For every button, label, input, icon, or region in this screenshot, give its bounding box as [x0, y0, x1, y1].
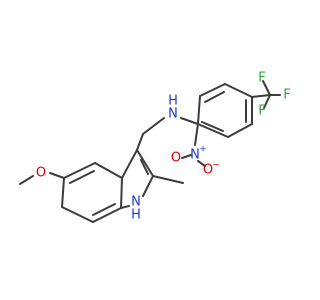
amine-h-label: H [168, 94, 178, 109]
nitro-o-double-bond [181, 154, 192, 159]
nitro-n-label: N [190, 148, 200, 163]
nitro-o-single-bond [197, 160, 206, 167]
molecule-svg: N H N + O O − F F F O N H [19, 71, 291, 223]
nitro-o-left-label: O [171, 151, 181, 166]
indole-h-label: H [131, 208, 141, 223]
nitro-o-right-label: O [203, 163, 213, 178]
fluorine-3-label: F [258, 104, 265, 119]
methoxy-group [19, 172, 65, 185]
methoxy-o-label: O [36, 166, 46, 181]
trifluoromethyl-group [251, 80, 281, 109]
fluorine-1-label: F [258, 71, 265, 86]
nitro-o-charge: − [212, 161, 220, 171]
indole-benzene-ring [61, 162, 123, 223]
ethyl-linker [136, 117, 165, 151]
nitro-n-charge: + [199, 145, 207, 155]
nitro-bond [194, 123, 199, 146]
methyl-bond [152, 175, 184, 184]
molecule-structure: N H N + O O − F F F O N H [19, 71, 291, 223]
amine-n-label: N [168, 107, 178, 122]
fluorine-2-label: F [283, 88, 290, 103]
aryl-ring [180, 83, 253, 138]
indole-n-label: N [131, 195, 141, 210]
indole-pyrrole-ring [120, 149, 154, 209]
